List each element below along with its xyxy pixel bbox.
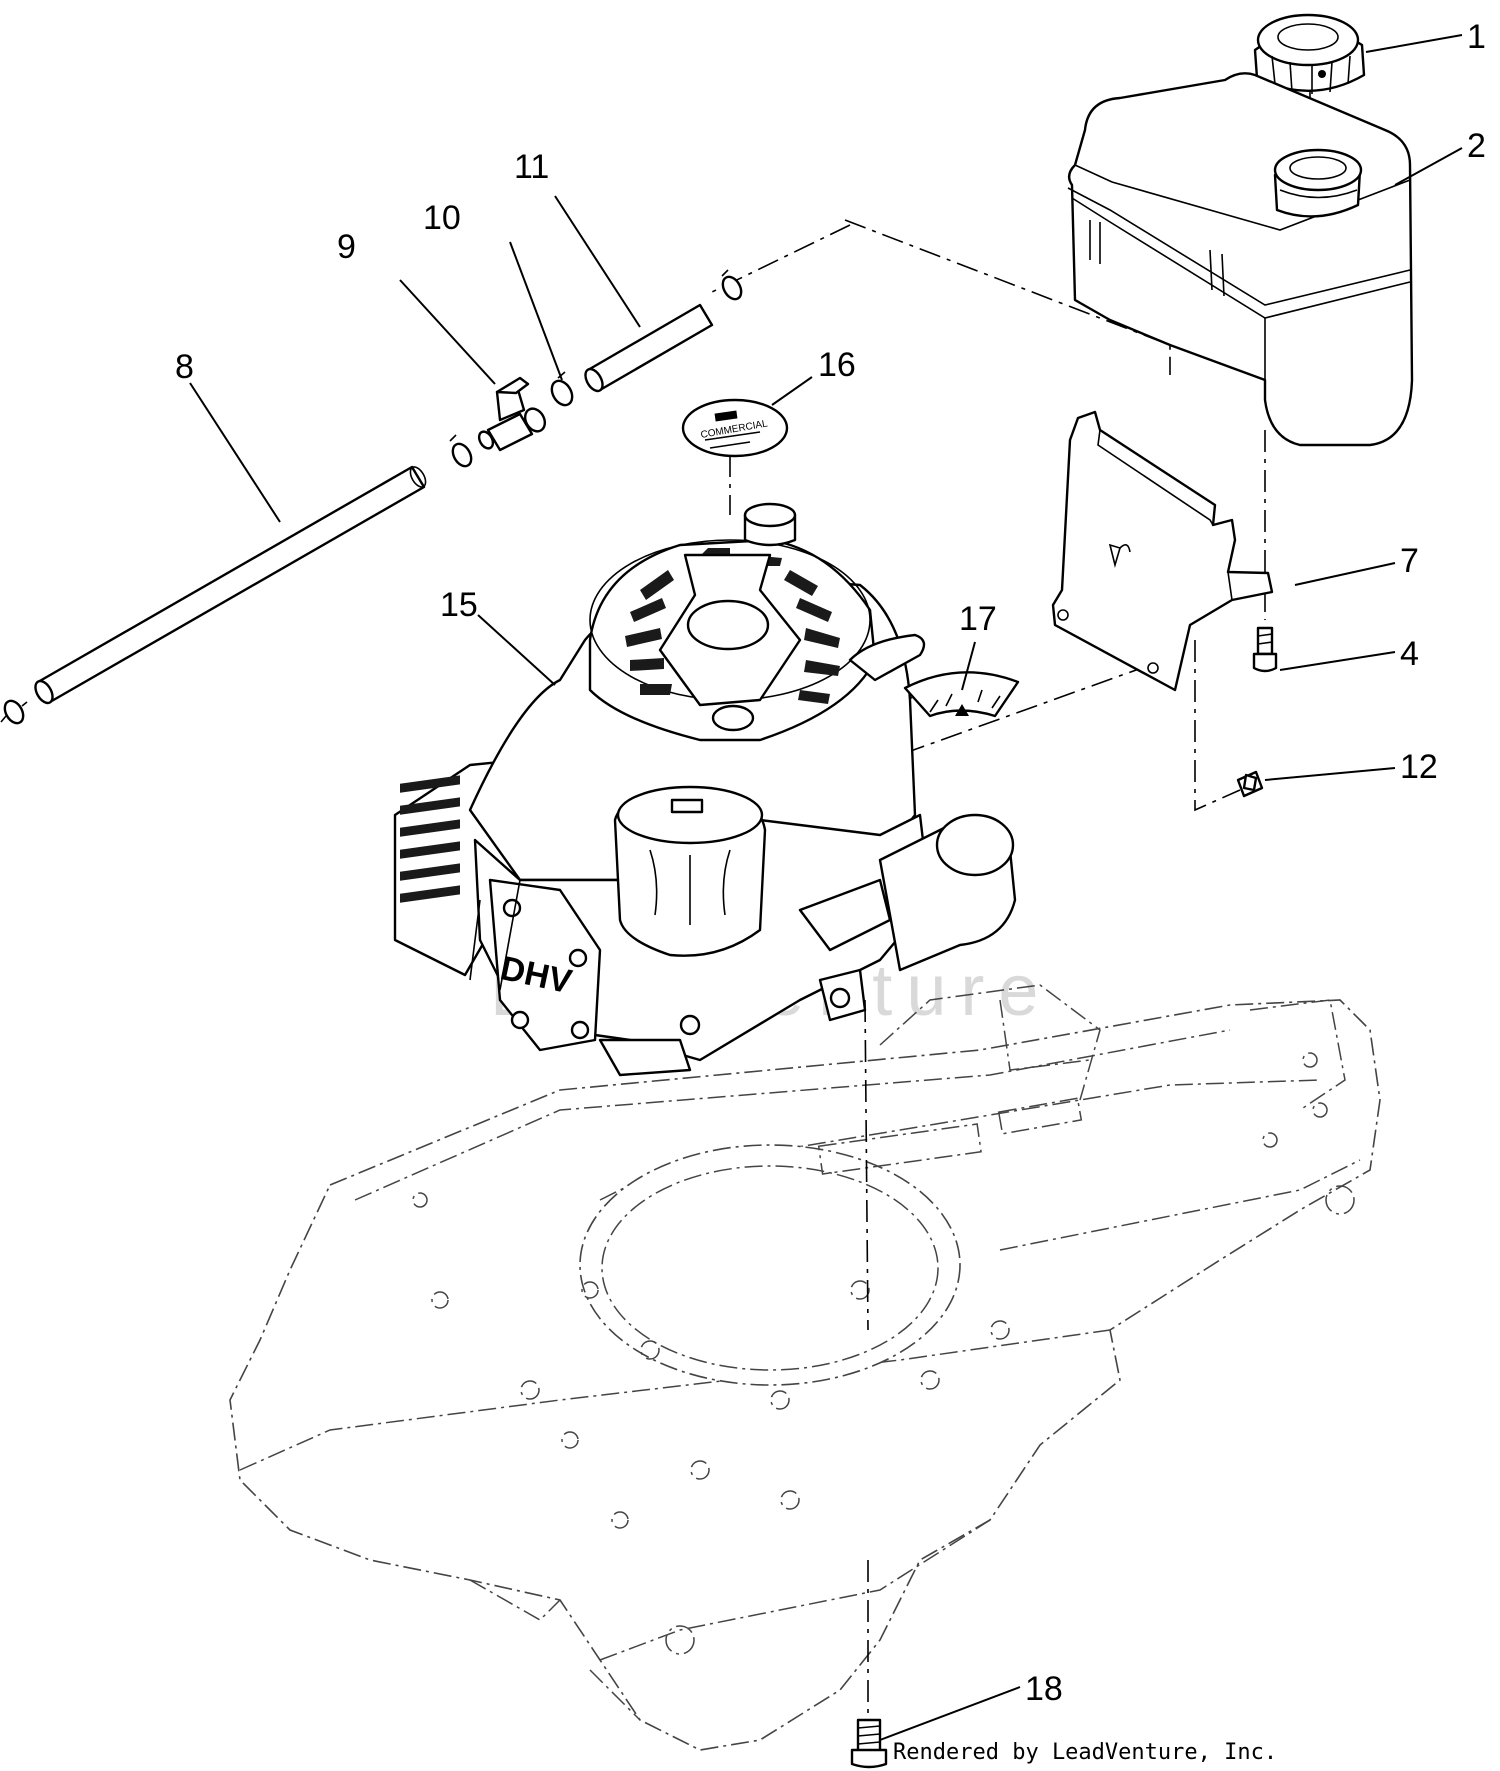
- hose-clamp-left: [0, 699, 28, 725]
- warning-decal-17: [903, 671, 1020, 718]
- bolt-18: [850, 1718, 888, 1769]
- callout-4: 4: [1400, 635, 1419, 673]
- callout-10: 10: [423, 199, 461, 237]
- leader-lines: [189, 34, 1463, 1741]
- callout-7: 7: [1400, 542, 1419, 580]
- engine: DHV: [393, 502, 1017, 1077]
- callout-8: 8: [175, 348, 194, 386]
- fuel-line-assembly: [0, 269, 743, 725]
- fuel-hose-long: [34, 465, 427, 705]
- tank-bracket: [1051, 410, 1274, 692]
- callout-9: 9: [337, 228, 356, 266]
- callout-17: 17: [959, 600, 997, 638]
- callout-1: 1: [1467, 18, 1486, 56]
- oil-fill-cap: [743, 502, 797, 547]
- fuel-cap: [1253, 13, 1366, 94]
- fuel-tank: [1067, 72, 1414, 447]
- callout-12: 12: [1400, 748, 1438, 786]
- air-cleaner: [613, 785, 767, 957]
- hose-clamp-valve: [449, 434, 473, 468]
- muffler: [878, 813, 1017, 972]
- starter-vents: [625, 548, 840, 704]
- hose-clamp-10: [550, 371, 574, 407]
- hose-clamp-top: [721, 269, 743, 301]
- render-credit: Rendered by LeadVenture, Inc.: [893, 1740, 1277, 1765]
- callout-2: 2: [1467, 127, 1486, 165]
- engine-decal-16: COMMERCIAL: [681, 398, 789, 458]
- callout-15: 15: [440, 586, 478, 624]
- callout-18: 18: [1025, 1670, 1063, 1708]
- mower-deck: [229, 984, 1381, 1751]
- fuel-shutoff-valve: [477, 376, 547, 452]
- screw-4: [1252, 626, 1278, 673]
- callout-11: 11: [514, 148, 549, 186]
- valve-cover: DHV: [488, 878, 602, 1052]
- callouts: 1 2 4 7 8 9 10 11 12 15 16 17 18: [175, 18, 1486, 1708]
- fuel-tank-assembly: [1067, 13, 1414, 447]
- fuel-hose-short: [584, 303, 714, 393]
- callout-16: 16: [818, 346, 856, 384]
- screw-12: [1236, 770, 1264, 798]
